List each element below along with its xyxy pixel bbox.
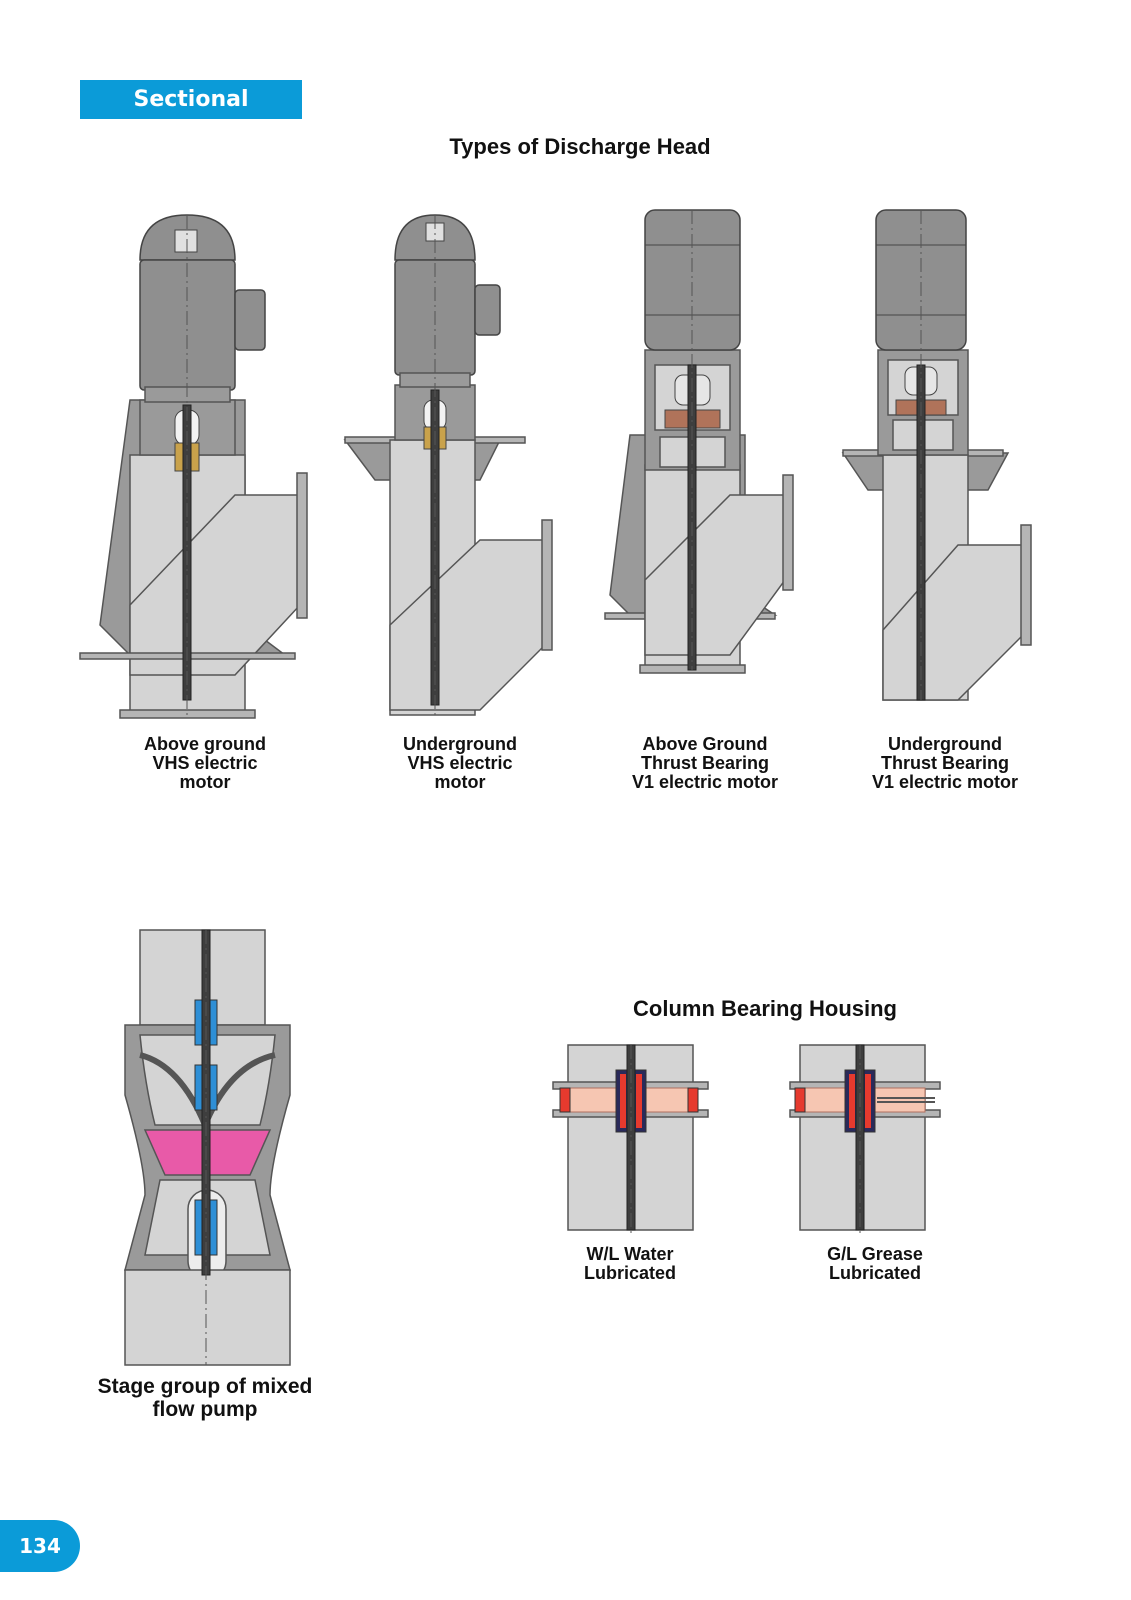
discharge-head-caption-1: Above ground VHS electric motor <box>105 735 305 792</box>
stage-group-figure <box>124 929 291 1366</box>
section-tag: Sectional Drawings <box>80 80 302 151</box>
caption-line: Underground <box>888 734 1002 754</box>
discharge-head-caption-3: Above Ground Thrust Bearing V1 electric … <box>600 735 810 792</box>
caption-line: Above Ground <box>642 734 768 754</box>
page-number: 134 <box>0 1520 80 1572</box>
discharge-head-caption-2: Underground VHS electric motor <box>360 735 560 792</box>
discharge-head-figure-3 <box>604 209 794 674</box>
caption-line: Thrust Bearing <box>880 753 1009 773</box>
discharge-head-caption-4: Underground Thrust Bearing V1 electric m… <box>840 735 1050 792</box>
caption-line: Underground <box>403 734 517 754</box>
caption-line: VHS electric <box>407 753 513 773</box>
caption-line: Lubricated <box>828 1263 921 1283</box>
water-lubricated-caption: W/L Water Lubricated <box>545 1245 715 1283</box>
caption-line: Stage group of mixed <box>97 1375 313 1398</box>
caption-line: Lubricated <box>583 1263 676 1283</box>
caption-line: flow pump <box>152 1398 258 1421</box>
caption-line: G/L Grease <box>827 1244 923 1264</box>
caption-line: W/L Water <box>586 1244 674 1264</box>
caption-line: motor <box>434 772 486 792</box>
caption-line: Thrust Bearing <box>640 753 769 773</box>
caption-line: VHS electric <box>152 753 258 773</box>
grease-lubricated-caption: G/L Grease Lubricated <box>790 1245 960 1283</box>
column-bearing-title: Column Bearing Housing <box>633 996 897 1021</box>
discharge-head-figure-2 <box>343 214 553 716</box>
stage-group-caption: Stage group of mixed flow pump <box>60 1375 350 1421</box>
discharge-head-figure-4 <box>841 209 1032 701</box>
caption-line: V1 electric motor <box>871 772 1019 792</box>
water-lubricated-bearing-figure <box>552 1044 709 1235</box>
caption-line: motor <box>179 772 231 792</box>
grease-lubricated-bearing-figure <box>789 1044 941 1235</box>
discharge-head-title: Types of Discharge Head <box>449 134 711 159</box>
discharge-head-figure-1 <box>79 214 308 719</box>
caption-line: V1 electric motor <box>631 772 779 792</box>
caption-line: Above ground <box>144 734 266 754</box>
